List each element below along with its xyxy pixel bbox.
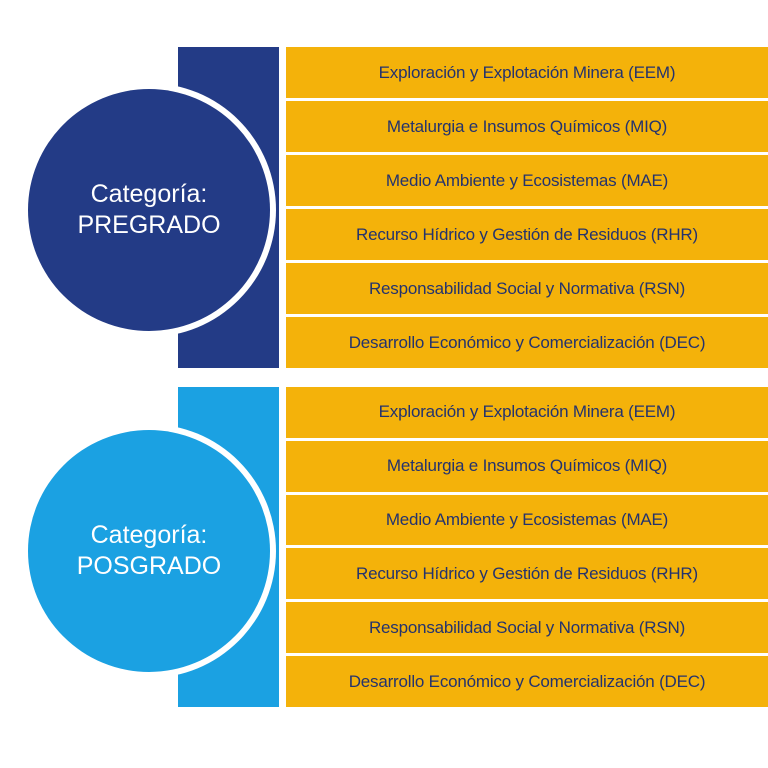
- category-label: Categoría:: [90, 521, 208, 549]
- category-label: Categoría:: [90, 180, 208, 208]
- item-dec: Desarrollo Económico y Comercialización …: [286, 317, 768, 368]
- category-name: PREGRADO: [77, 211, 221, 239]
- item-mae: Medio Ambiente y Ecosistemas (MAE): [286, 494, 768, 546]
- category-group-posgrado: Categoría: POSGRADO Exploración y Explot…: [0, 387, 768, 707]
- category-circle: Categoría: POSGRADO: [28, 430, 270, 672]
- item-rsn: Responsabilidad Social y Normativa (RSN): [286, 602, 768, 654]
- category-group-pregrado: Categoría: PREGRADO Exploración y Explot…: [0, 47, 768, 368]
- category-name: POSGRADO: [76, 552, 222, 580]
- item-miq: Metalurgia e Insumos Químicos (MIQ): [286, 440, 768, 492]
- item-rhr: Recurso Hídrico y Gestión de Residuos (R…: [286, 209, 768, 260]
- item-eem: Exploración y Explotación Minera (EEM): [286, 387, 768, 438]
- item-mae: Medio Ambiente y Ecosistemas (MAE): [286, 155, 768, 206]
- category-circle: Categoría: PREGRADO: [28, 89, 270, 331]
- item-eem: Exploración y Explotación Minera (EEM): [286, 47, 768, 98]
- item-miq: Metalurgia e Insumos Químicos (MIQ): [286, 101, 768, 152]
- item-rhr: Recurso Hídrico y Gestión de Residuos (R…: [286, 548, 768, 600]
- category-items: Exploración y Explotación Minera (EEM) M…: [286, 47, 768, 368]
- category-items: Exploración y Explotación Minera (EEM) M…: [286, 387, 768, 707]
- item-dec: Desarrollo Económico y Comercialización …: [286, 656, 768, 707]
- item-rsn: Responsabilidad Social y Normativa (RSN): [286, 263, 768, 314]
